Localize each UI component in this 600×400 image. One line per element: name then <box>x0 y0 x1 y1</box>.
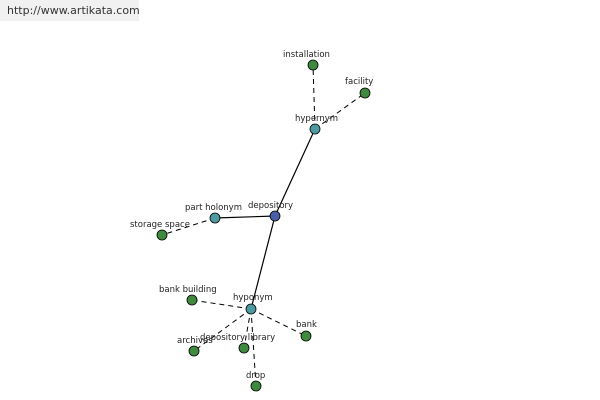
edge-hyponym-archives <box>193 308 252 352</box>
node-drop[interactable] <box>250 380 262 392</box>
label-hyponym: hyponym <box>233 293 273 303</box>
label-drop: drop <box>246 371 265 381</box>
label-storage-space: storage space <box>130 220 190 230</box>
label-facility: facility <box>345 77 373 87</box>
node-facility[interactable] <box>359 87 371 99</box>
edge-hyponym-bank <box>250 308 307 337</box>
node-hypernym[interactable] <box>309 123 321 135</box>
edge-depository-hypernym <box>274 128 316 217</box>
edge-depository-hyponym <box>250 215 276 310</box>
label-hypernym: hypernym <box>295 114 338 124</box>
edge-part-holonym-storage-space <box>161 217 216 236</box>
label-depository-library: depository library <box>200 333 275 343</box>
watermark-url[interactable]: http://www.artikata.com <box>7 4 140 17</box>
label-bank: bank <box>296 320 317 330</box>
node-depository-library[interactable] <box>238 342 250 354</box>
node-part-holonym[interactable] <box>209 212 221 224</box>
edge-depository-part-holonym <box>214 215 276 219</box>
edge-hyponym-drop <box>250 308 257 387</box>
edge-hyponym-depository-library <box>243 308 252 349</box>
node-bank-building[interactable] <box>186 294 198 306</box>
edge-hypernym-facility <box>314 92 366 130</box>
label-depository: depository <box>248 201 293 211</box>
node-bank[interactable] <box>300 330 312 342</box>
edge-hyponym-bank-building <box>191 299 252 310</box>
label-part-holonym: part holonym <box>185 203 242 213</box>
node-storage-space[interactable] <box>156 229 168 241</box>
watermark-bar: http://www.artikata.com <box>0 0 140 21</box>
node-installation[interactable] <box>307 59 319 71</box>
label-archives: archives <box>177 336 213 346</box>
node-archives[interactable] <box>188 345 200 357</box>
label-installation: installation <box>283 50 330 60</box>
label-bank-building: bank building <box>159 285 217 295</box>
node-hyponym[interactable] <box>245 303 257 315</box>
node-depository[interactable] <box>269 210 281 222</box>
edge-hypernym-installation <box>312 64 316 130</box>
